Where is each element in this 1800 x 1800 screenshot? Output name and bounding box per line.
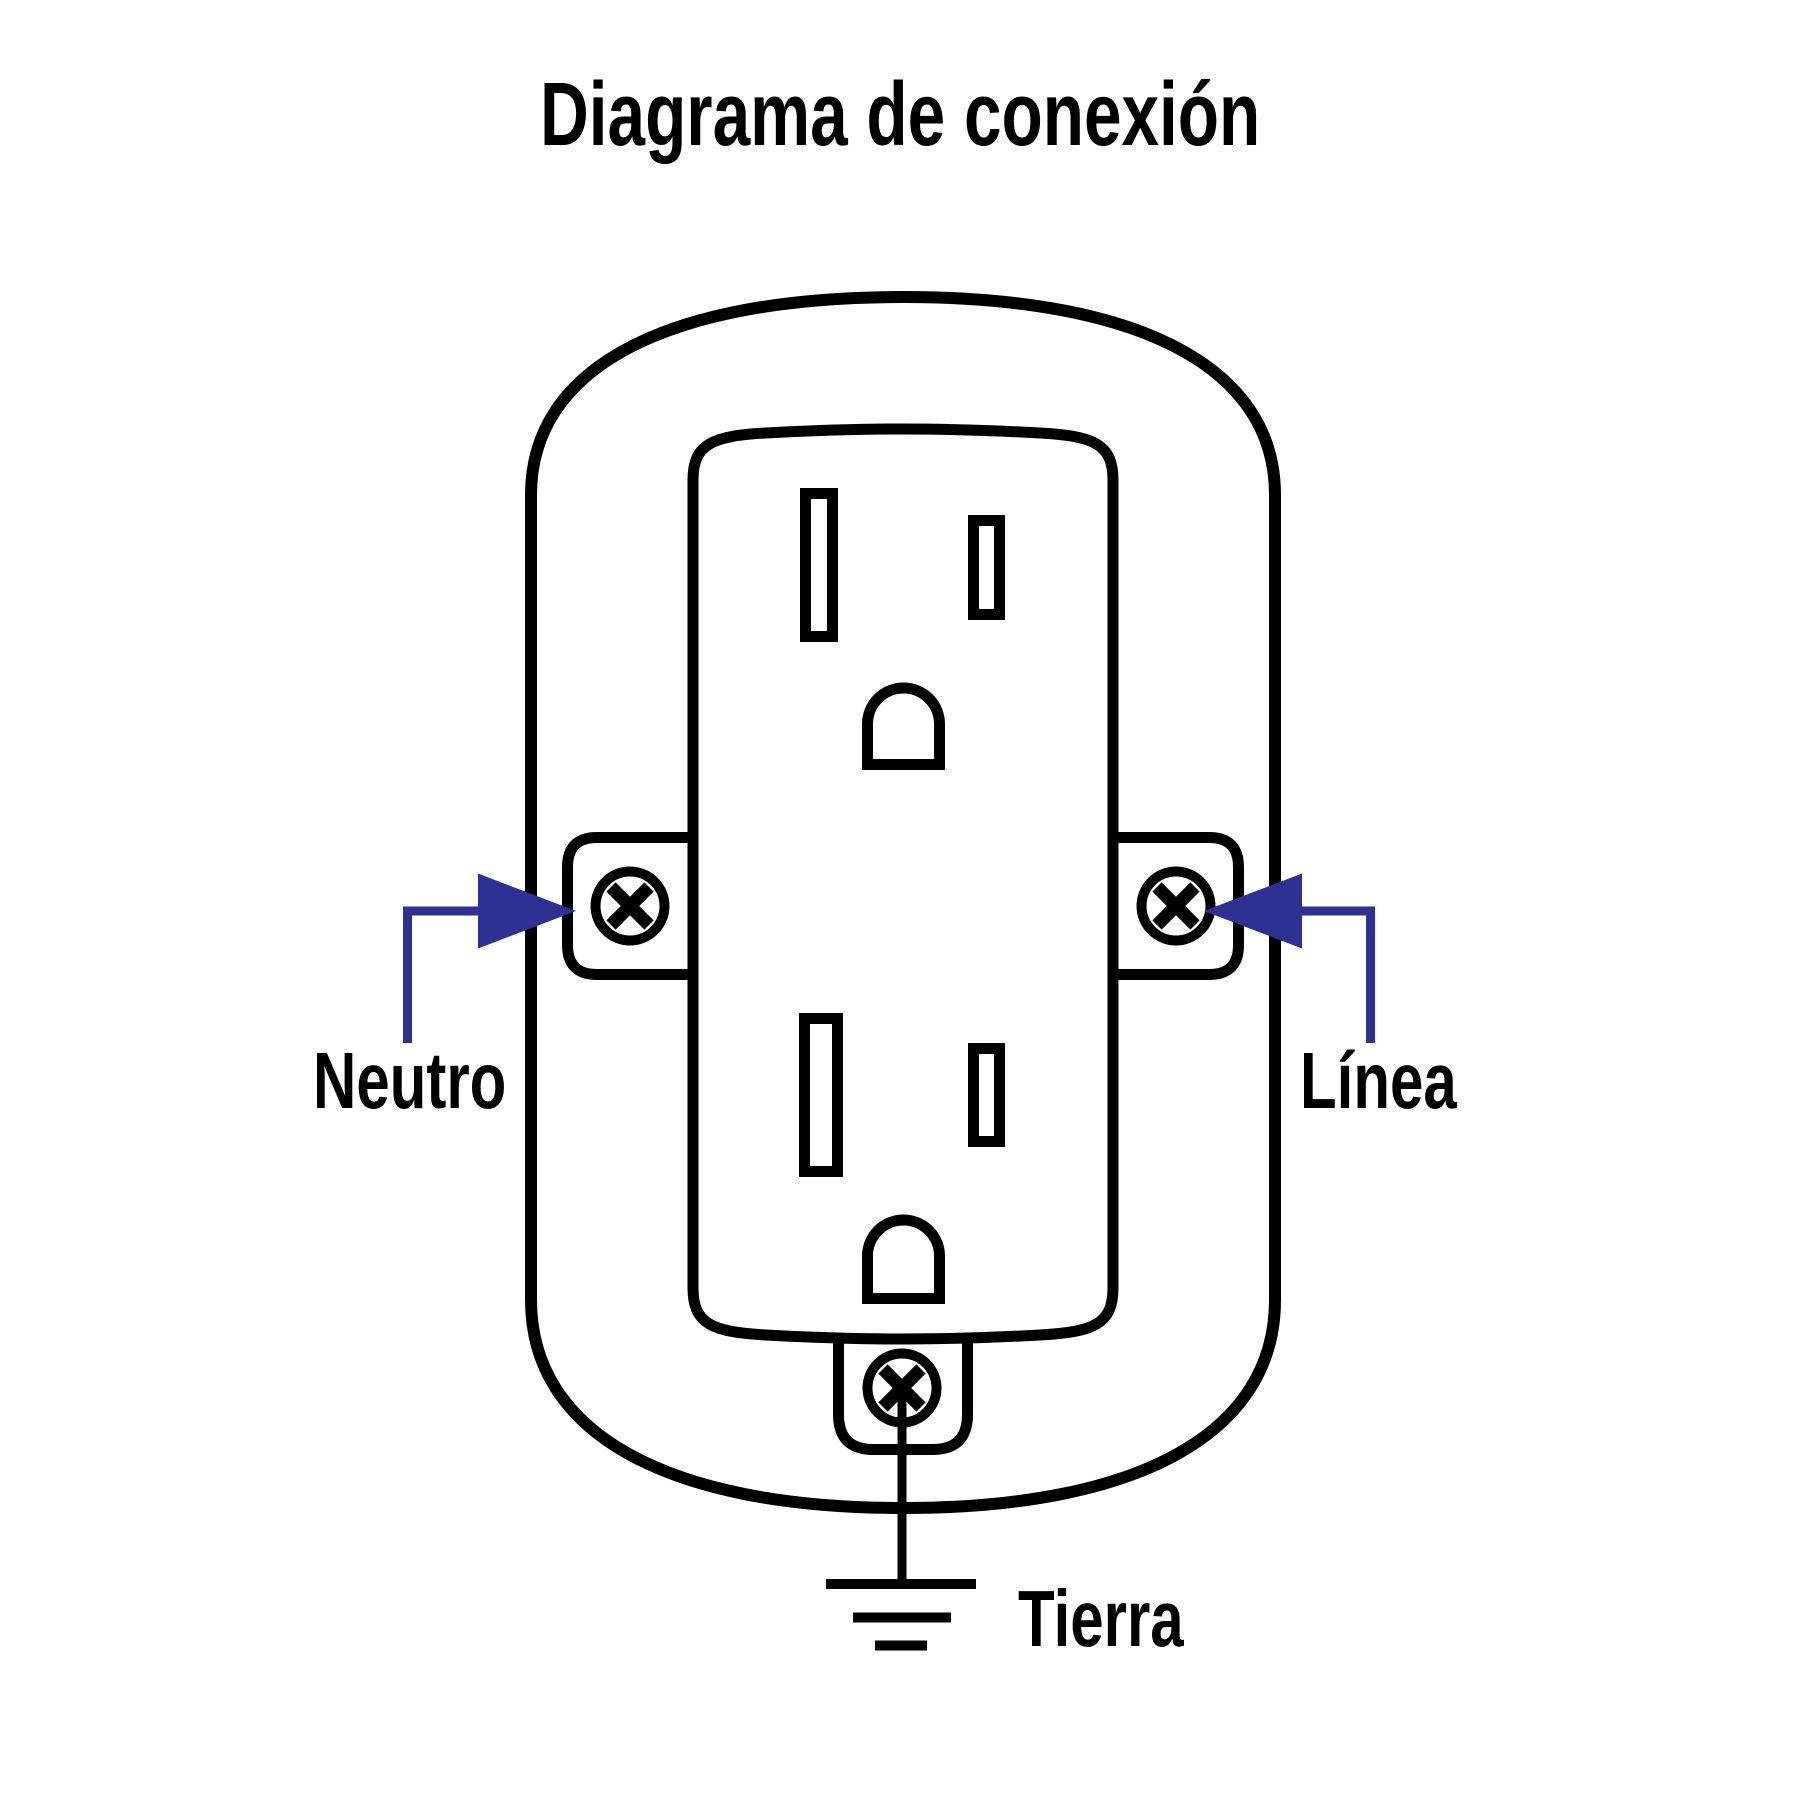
neutral-label-text: Neutro: [313, 1036, 507, 1125]
lower-neutral-slot: [799, 1013, 843, 1177]
upper-neutral-slot: [800, 488, 838, 642]
page-title-text: Diagrama de conexión: [539, 65, 1261, 165]
lower-hot-slot: [968, 1043, 1005, 1147]
lower-ground-hole: [862, 1214, 945, 1304]
neutral-arrow-icon: [403, 873, 576, 1043]
line-screw-icon: [1136, 866, 1216, 946]
line-arrow-icon: [1204, 873, 1375, 1043]
line-label-text: Línea: [1300, 1036, 1457, 1125]
ground-symbol-icon: [826, 1579, 976, 1651]
neutral-label: Neutro: [313, 1041, 571, 1121]
neutral-screw-icon: [590, 866, 670, 946]
outlet-body: [687, 423, 1119, 1345]
line-label: Línea: [1300, 1041, 1509, 1121]
ground-label: Tierra: [1018, 1579, 1239, 1659]
ground-screw-icon: [862, 1348, 942, 1428]
upper-ground-hole: [862, 682, 945, 770]
page-title: Diagrama de conexión: [0, 70, 1800, 160]
ground-label-text: Tierra: [1018, 1574, 1184, 1663]
upper-hot-slot: [968, 515, 1005, 620]
